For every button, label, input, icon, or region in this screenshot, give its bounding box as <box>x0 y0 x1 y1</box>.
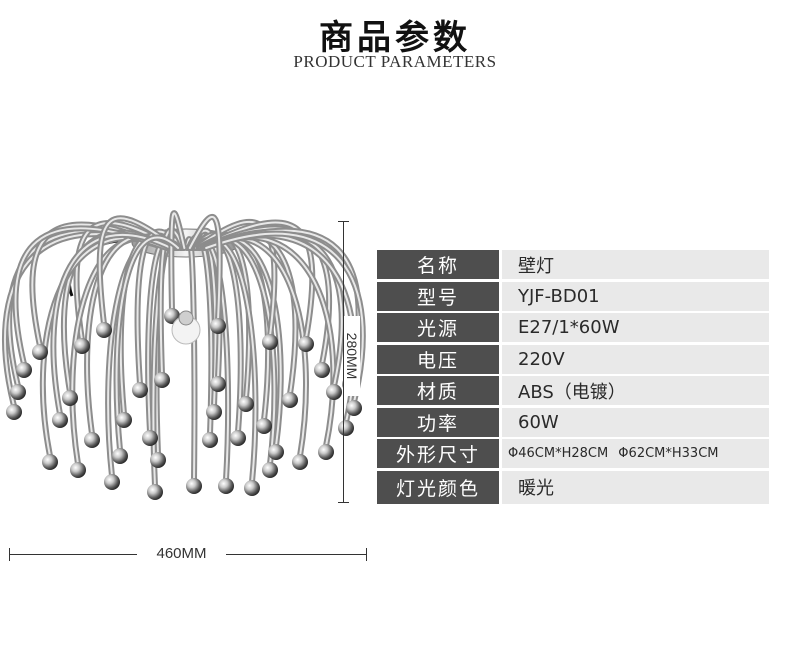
spec-row-light-color: 灯光颜色 暖光 <box>377 470 769 504</box>
spec-table: 名称 壁灯 型号 YJF-BD01 光源 E27/1*60W 电压 220V 材… <box>377 250 769 506</box>
spec-label: 灯光颜色 <box>377 470 499 504</box>
page-subtitle: PRODUCT PARAMETERS <box>293 52 497 71</box>
height-dimension-line <box>338 221 349 503</box>
width-dimension-line-right <box>226 554 367 555</box>
spec-value: 60W <box>502 407 769 437</box>
spec-value: ABS（电镀） <box>502 376 769 405</box>
spec-value: 220V <box>502 344 769 374</box>
spec-row-name: 名称 壁灯 <box>377 250 769 279</box>
spec-row-model: 型号 YJF-BD01 <box>377 281 769 311</box>
spec-label: 外形尺寸 <box>377 439 499 468</box>
spec-label: 光源 <box>377 313 499 342</box>
spec-label: 材质 <box>377 376 499 405</box>
spec-row-material: 材质 ABS（电镀） <box>377 376 769 405</box>
spec-value: 暖光 <box>502 470 769 504</box>
height-dimension-label: 280MM <box>344 316 360 396</box>
spec-value: E27/1*60W <box>502 313 769 342</box>
spec-label: 电压 <box>377 344 499 374</box>
width-dimension-label: 460MM <box>156 545 207 562</box>
spec-value: YJF-BD01 <box>502 281 769 311</box>
spec-value: Φ46CM*H28CM Φ62CM*H33CM <box>502 439 769 468</box>
lamp-product-image <box>1 210 366 500</box>
width-dimension-tick-left <box>9 548 10 561</box>
spec-value: 壁灯 <box>502 250 769 279</box>
spec-label: 型号 <box>377 281 499 311</box>
spec-label: 功率 <box>377 407 499 437</box>
spec-row-dimensions: 外形尺寸 Φ46CM*H28CM Φ62CM*H33CM <box>377 439 769 468</box>
spec-label: 名称 <box>377 250 499 279</box>
spec-row-light-source: 光源 E27/1*60W <box>377 313 769 342</box>
spec-row-power: 功率 60W <box>377 407 769 437</box>
spec-row-voltage: 电压 220V <box>377 344 769 374</box>
page-title: 商品参数 <box>319 18 471 58</box>
width-dimension-line-left <box>9 554 137 555</box>
width-dimension-tick-right <box>366 548 367 561</box>
